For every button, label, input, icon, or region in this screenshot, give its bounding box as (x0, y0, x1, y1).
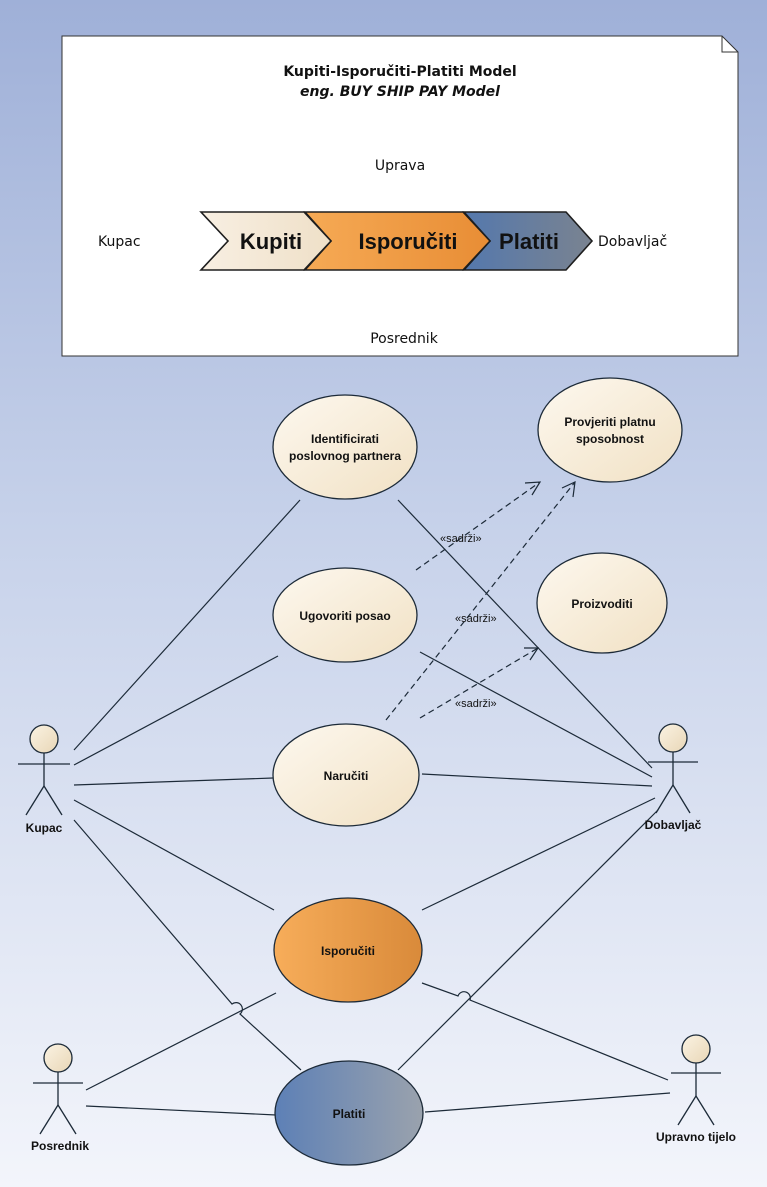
chevron-kupiti (199, 211, 333, 271)
actor-posrednik[interactable]: Posrednik (31, 1043, 89, 1153)
include-arrowheads (524, 480, 576, 661)
chevron-isporuciti-label: Isporučiti (358, 229, 457, 254)
actor-kupac[interactable]: Kupac (18, 724, 70, 835)
actor-upravno-tijelo[interactable]: Upravno tijelo (656, 1034, 736, 1144)
actor-dobavljac[interactable]: Dobavljač (645, 723, 702, 832)
use-case-order-label: Naručiti (324, 769, 369, 783)
note-title: Kupiti-Isporučiti-Platiti Model (283, 64, 516, 80)
chevron-platiti-label: Platiti (499, 229, 559, 254)
assoc-dobavljac-identify (397, 499, 653, 769)
actor-posrednik-label: Posrednik (31, 1139, 89, 1153)
use-case-check-payment-label-1: Provjeriti platnu (564, 415, 655, 429)
use-case-check-payment[interactable]: Provjeriti platnu sposobnost (537, 377, 683, 483)
stereotype-label: «sadrži» (455, 698, 497, 710)
stereotype-label: «sadrži» (440, 533, 482, 545)
use-case-identify-label-1: Identificirati (311, 432, 379, 446)
note-label-dobavljac: Dobavljač (598, 234, 667, 250)
assoc-dobavljac-pay (397, 809, 659, 1071)
use-case-pay[interactable]: Platiti (274, 1060, 424, 1166)
use-case-produce-label: Proizvoditi (571, 597, 632, 611)
assoc-kupac-order (73, 777, 274, 786)
use-case-deliver-label: Isporučiti (321, 944, 375, 958)
assoc-dobavljac-order (421, 773, 653, 787)
assoc-dobavljac-negotiate (419, 651, 653, 778)
actor-dobavljac-label: Dobavljač (645, 818, 702, 832)
assoc-upravno-pay (424, 1092, 671, 1113)
use-case-identify-label-2: poslovnog partnera (289, 449, 401, 463)
include-order-produce (419, 647, 539, 719)
include-relations (385, 481, 576, 721)
assoc-posrednik-pay (85, 1105, 277, 1116)
use-case-check-payment-label-2: sposobnost (576, 432, 644, 446)
note-label-posrednik: Posrednik (370, 331, 439, 347)
use-case-negotiate[interactable]: Ugovoriti posao (272, 567, 418, 663)
use-case-produce[interactable]: Proizvoditi (536, 552, 668, 654)
use-case-identify[interactable]: Identificirati poslovnog partnera (272, 394, 418, 500)
include-order-check (385, 481, 576, 721)
stereotype-label: «sadrži» (455, 613, 497, 625)
assoc-dobavljac-deliver (421, 797, 656, 911)
model-note: Kupiti-Isporučiti-Platiti Model eng. BUY… (61, 35, 739, 357)
actor-kupac-label: Kupac (26, 821, 63, 835)
assoc-posrednik-deliver (85, 992, 277, 1091)
chevron-kupiti-label: Kupiti (240, 229, 302, 254)
actor-upravno-tijelo-label: Upravno tijelo (656, 1130, 736, 1144)
assoc-kupac-pay (73, 819, 302, 1071)
note-subtitle: eng. BUY SHIP PAY Model (300, 84, 500, 100)
use-case-order[interactable]: Naručiti (272, 723, 420, 827)
note-label-uprava: Uprava (375, 158, 425, 174)
stereotype-labels: «sadrži» «sadrži» «sadrži» (440, 533, 497, 710)
note-label-kupac: Kupac (98, 234, 141, 250)
assoc-upravno-deliver (421, 982, 669, 1081)
assoc-kupac-deliver (73, 799, 275, 911)
associations (73, 499, 671, 1116)
assoc-kupac-negotiate (73, 655, 279, 766)
include-negotiate-check (415, 481, 541, 571)
use-case-negotiate-label: Ugovoriti posao (299, 609, 390, 623)
assoc-kupac-identify (73, 499, 301, 751)
use-case-pay-label: Platiti (333, 1107, 366, 1121)
use-case-deliver[interactable]: Isporučiti (273, 897, 423, 1003)
